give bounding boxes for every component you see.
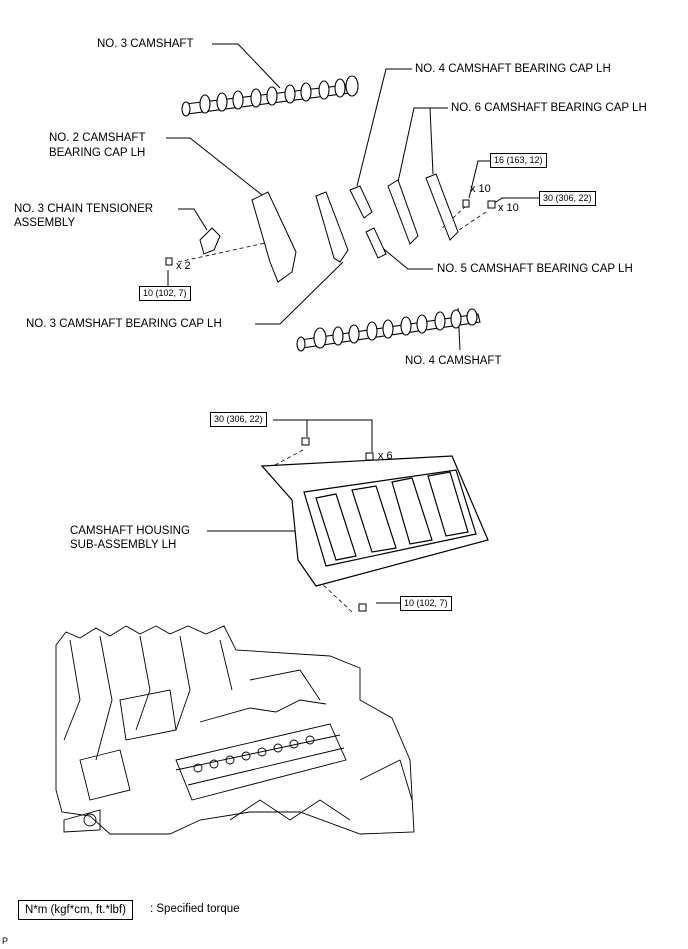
torque-box-10-upper: 10 (102, 7): [139, 286, 191, 301]
no6b-cap-shape: [425, 173, 459, 241]
leader-no3-cap: [255, 261, 344, 325]
page-mark: P: [2, 936, 9, 946]
no3-camshaft-drawing: [181, 75, 359, 117]
quantity-x10-b: x 10: [498, 202, 519, 214]
no2-cap-shape: [251, 191, 297, 283]
label-housing-line2: SUB-ASSEMBLY LH: [70, 539, 177, 551]
legend-text: : Specified torque: [150, 903, 240, 915]
quantity-x6: x 6: [378, 450, 393, 462]
label-housing-line1: CAMSHAFT HOUSING: [70, 525, 190, 537]
label-no4-bearing-cap: NO. 4 CAMSHAFT BEARING CAP LH: [415, 63, 611, 75]
no4-cap-shape: [349, 185, 373, 219]
label-no3-bearing-cap: NO. 3 CAMSHAFT BEARING CAP LH: [26, 318, 222, 330]
engine-block-drawing: [55, 625, 415, 835]
label-no2-bearing-cap-line1: NO. 2 CAMSHAFT: [49, 132, 146, 144]
no6a-cap-shape: [387, 179, 419, 245]
no5-cap-shape: [365, 227, 387, 259]
no3-cap-shape: [315, 191, 349, 263]
label-no3-tensioner-line2: ASSEMBLY: [14, 217, 76, 229]
label-no3-tensioner-line1: NO. 3 CHAIN TENSIONER: [14, 203, 154, 215]
torque-box-30-upper: 30 (306, 22): [539, 191, 596, 206]
leader-no4-cap: [356, 68, 412, 187]
camshaft-housing-drawing: [260, 455, 489, 587]
torque-box-16: 16 (163, 12): [490, 153, 547, 168]
bolts: [165, 199, 496, 612]
legend-torque-box: N*m (kgf*cm, ft.*lbf): [18, 900, 133, 920]
leader-no6-cap-b: [429, 107, 434, 175]
quantity-x10-a: x 10: [470, 183, 491, 195]
label-no4-camshaft: NO. 4 CAMSHAFT: [405, 355, 502, 367]
torque-box-30-lower: 30 (306, 22): [210, 412, 267, 427]
leader-no6-cap-a: [397, 107, 448, 183]
leader-tensioner: [178, 208, 208, 231]
quantity-x2: x 2: [176, 260, 191, 272]
torque-box-10-lower: 10 (102, 7): [400, 596, 452, 611]
no4-camshaft-drawing: [296, 308, 481, 352]
leader-no5-cap: [379, 245, 433, 270]
label-no6-bearing-cap: NO. 6 CAMSHAFT BEARING CAP LH: [451, 102, 647, 114]
leader-no3-camshaft: [212, 43, 281, 89]
tensioner-shape: [199, 227, 221, 255]
leader-no2-cap: [166, 137, 263, 196]
label-no2-bearing-cap-line2: BEARING CAP LH: [49, 147, 146, 159]
bearing-caps-drawing: [165, 173, 496, 612]
label-no3-camshaft: NO. 3 CAMSHAFT: [97, 38, 194, 50]
label-no5-bearing-cap: NO. 5 CAMSHAFT BEARING CAP LH: [437, 263, 633, 275]
